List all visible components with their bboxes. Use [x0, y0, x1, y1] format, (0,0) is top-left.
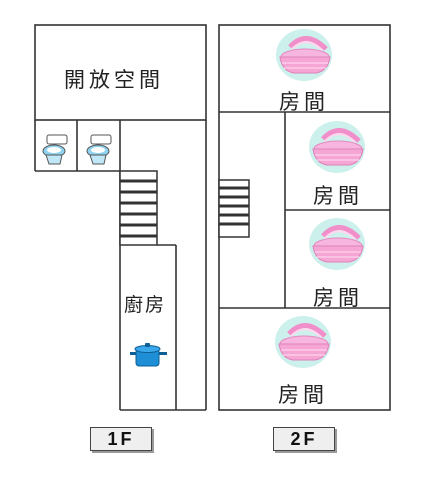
floor-2f: [218, 24, 391, 411]
room-label-kitchen: 廚房: [124, 294, 167, 316]
room-label-bedroom: 房間: [313, 184, 363, 208]
room-label-bedroom: 房間: [278, 383, 328, 407]
baby-cradle-icon: [309, 121, 365, 173]
stairs-icon: [119, 170, 158, 246]
floor-tag-1f: 1F: [90, 427, 152, 451]
baby-cradle-icon: [276, 29, 332, 81]
baby-cradle-icon: [275, 316, 331, 368]
room-label-open-space: 開放空間: [64, 68, 164, 92]
baby-cradle-icon: [309, 218, 365, 270]
stairs-icon: [218, 179, 250, 238]
toilet-icon: [86, 134, 112, 165]
room-label-bedroom: 房間: [313, 286, 363, 310]
room-label-bedroom: 房間: [279, 90, 329, 114]
floor-tag-2f: 2F: [273, 427, 335, 451]
toilet-icon: [42, 134, 68, 165]
floor-1f: [34, 24, 207, 411]
cooking-pot-icon: [130, 343, 167, 367]
